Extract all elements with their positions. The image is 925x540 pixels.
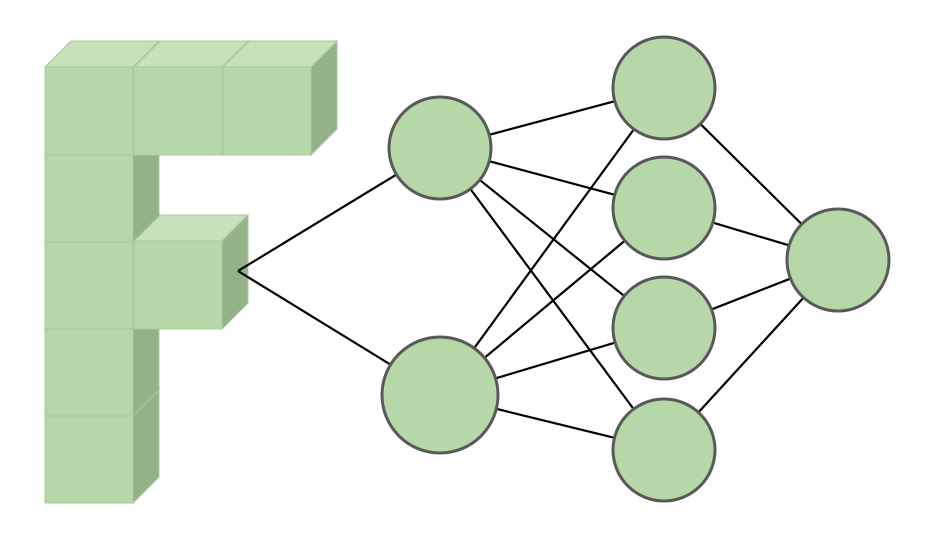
network-nodes [380, 35, 891, 503]
letter-f-block-stack [43, 39, 339, 505]
cube-front-face [133, 66, 223, 156]
node-hidden-layer-2-3 [611, 275, 717, 381]
cube-front-face [44, 240, 134, 330]
cube-front-face [44, 414, 134, 504]
node-hidden-layer-2-1 [611, 35, 717, 141]
edge-l2-n2-to-l3-n1 [711, 221, 791, 247]
cube-front-face [44, 153, 134, 243]
cube-block-top-right [221, 39, 339, 157]
edge-l2-n3-to-l3-n1 [710, 277, 792, 311]
cube-front-face [222, 66, 312, 156]
edge-input-to-h1-2 [237, 270, 392, 366]
cube-front-face [44, 66, 134, 156]
cube-front-face [133, 240, 223, 330]
edge-l2-n4-to-l3-n1 [696, 296, 806, 414]
edge-l1-n1-to-l2-n2 [487, 159, 617, 197]
edge-l1-n2-to-l2-n2 [482, 239, 627, 360]
edge-l1-n2-to-l2-n3 [494, 341, 617, 380]
edge-l1-n2-to-l2-n1 [472, 127, 636, 350]
node-output-layer-1 [785, 207, 891, 313]
node-hidden-layer-1-1 [387, 95, 493, 201]
edge-input-to-h1-1 [237, 173, 398, 272]
node-hidden-layer-2-4 [611, 397, 717, 503]
cube-block-middle-arm [132, 213, 250, 331]
edge-l1-n2-to-l2-n4 [494, 407, 616, 440]
cube-front-face [44, 327, 134, 417]
edge-l1-n1-to-l2-n1 [487, 99, 617, 137]
edge-l2-n1-to-l3-n1 [698, 122, 804, 226]
node-hidden-layer-2-2 [611, 155, 717, 261]
node-hidden-layer-1-2 [380, 335, 500, 455]
edge-l1-n1-to-l2-n3 [478, 178, 626, 298]
network-connections [237, 99, 806, 440]
edge-l1-n1-to-l2-n4 [468, 187, 636, 411]
